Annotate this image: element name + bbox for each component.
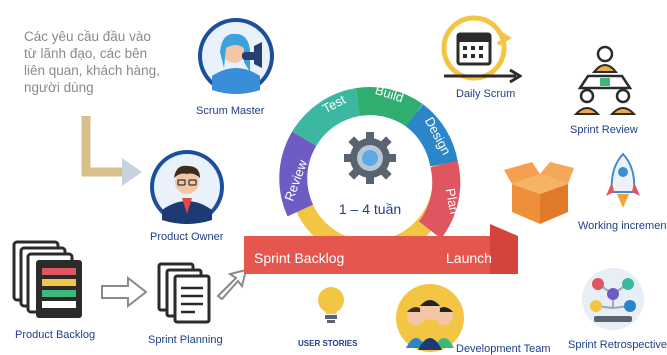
cycle-segment-review (279, 131, 317, 217)
gear-icon (344, 132, 396, 184)
requirements-arrow (81, 116, 142, 186)
sprint-retrospective-icon (582, 268, 644, 330)
scrum-cycle-diagram: Review Test Build Design Plan 1 – 4 tuần… (244, 82, 518, 274)
rocket-icon (606, 152, 640, 208)
cycle-segment-build (355, 87, 423, 128)
input-requirements-text: Các yêu cầu đầu vào từ lãnh đạo, các bên… (24, 29, 160, 95)
sprint-planning-icon (157, 262, 211, 324)
sprint-backlog-label: Sprint Backlog (254, 250, 344, 266)
increment-box-icon (504, 162, 574, 224)
product-owner-avatar (150, 150, 224, 224)
product-owner-label: Product Owner (150, 231, 224, 243)
backlog-to-planning-arrow (101, 276, 148, 308)
sprint-review-label: Sprint Review (570, 124, 638, 136)
planning-to-sprint-arrow (216, 268, 248, 301)
user-stories-label: USER STORIES (298, 339, 358, 348)
sprint-planning-label: Sprint Planning (148, 334, 223, 346)
development-team-avatar (396, 284, 464, 352)
product-backlog-icon (12, 240, 82, 318)
development-team-label: Development Team (456, 343, 551, 355)
cycle-segment-test (292, 88, 361, 147)
daily-scrum-label: Daily Scrum (456, 88, 516, 100)
cycle-label-plan: Plan (443, 187, 462, 215)
product-backlog-label: Product Backlog (15, 329, 96, 341)
scrum-master-label: Scrum Master (196, 105, 265, 117)
launch-label: Launch (446, 250, 492, 266)
daily-scrum-icon (441, 15, 522, 84)
scrum-master-avatar (198, 18, 274, 94)
cycle-duration-text: 1 – 4 tuần (339, 201, 401, 217)
sprint-retrospective-label: Sprint Retrospective (568, 339, 667, 351)
sprint-review-icon (574, 45, 636, 115)
lightbulb-icon (318, 287, 344, 323)
cycle-segment-design (405, 104, 458, 167)
cycle-segment-plan (418, 160, 461, 239)
working-increment-label: Working increment (578, 220, 667, 232)
